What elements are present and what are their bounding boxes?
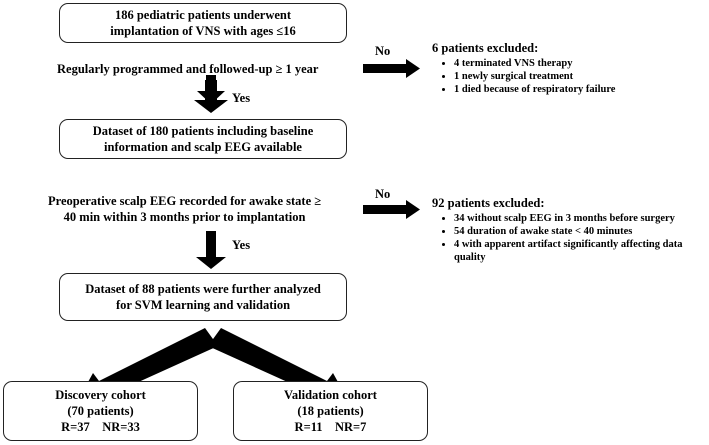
analysis-dataset-line1: Dataset of 88 patients were further anal… xyxy=(85,282,321,296)
criterion-eeg-line1: Preoperative scalp EEG recorded for awak… xyxy=(48,194,322,208)
exclusion-item: 4 with apparent artifact significantly a… xyxy=(454,238,707,264)
exclusion-item: 1 newly surgical treatment xyxy=(454,70,707,83)
no-label-1: No xyxy=(375,44,391,58)
discovery-cohort-box: Discovery cohort (70 patients) R=37 NR=3… xyxy=(3,381,198,441)
exclusion-item: 54 duration of awake state < 40 minutes xyxy=(454,225,707,238)
exclusion-list-2: 92 patients excluded: 34 without scalp E… xyxy=(432,196,707,264)
validation-count: (18 patients) xyxy=(297,404,364,418)
arrow-down-yes-1 xyxy=(194,80,228,113)
exclusion-list-1: 6 patients excluded: 4 terminated VNS th… xyxy=(432,41,707,96)
criterion-eeg-line2: 40 min within 3 months prior to implanta… xyxy=(63,210,306,224)
exclusion-item: 34 without scalp EEG in 3 months before … xyxy=(454,212,707,225)
arrow-right-no-1 xyxy=(363,59,420,78)
validation-title: Validation cohort xyxy=(284,388,377,402)
no-label-2: No xyxy=(375,187,391,201)
analysis-dataset-line2: for SVM learning and validation xyxy=(115,298,291,312)
yes-label-1: Yes xyxy=(232,91,251,105)
validation-split: R=11 NR=7 xyxy=(294,420,367,434)
exclusion-title-1: 6 patients excluded: xyxy=(432,41,539,55)
baseline-dataset-box: Dataset of 180 patients including baseli… xyxy=(59,119,347,159)
validation-cohort-box: Validation cohort (18 patients) R=11 NR=… xyxy=(233,381,428,441)
yes-label-2: Yes xyxy=(232,238,251,252)
baseline-dataset-line2: information and scalp EEG available xyxy=(104,140,302,154)
baseline-dataset-line1: Dataset of 180 patients including baseli… xyxy=(92,124,314,138)
discovery-title: Discovery cohort xyxy=(55,388,146,402)
initial-cohort-line1: 186 pediatric patients underwent xyxy=(114,8,292,22)
arrow-down-3 xyxy=(196,231,226,269)
discovery-split: R=37 NR=33 xyxy=(61,420,140,434)
exclusion-title-2: 92 patients excluded: xyxy=(432,196,545,210)
criterion-eeg: Preoperative scalp EEG recorded for awak… xyxy=(48,193,321,225)
exclusion-item: 1 died because of respiratory failure xyxy=(454,83,707,96)
initial-cohort-box: 186 pediatric patients underwent implant… xyxy=(59,3,347,43)
initial-cohort-line2: implantation of VNS with ages ≤16 xyxy=(110,24,296,38)
exclusion-item: 4 terminated VNS therapy xyxy=(454,57,707,70)
discovery-count: (70 patients) xyxy=(67,404,134,418)
analysis-dataset-box: Dataset of 88 patients were further anal… xyxy=(59,273,347,321)
arrow-right-no-2 xyxy=(363,200,420,219)
criterion-followup: Regularly programmed and followed-up ≥ 1… xyxy=(57,62,319,76)
